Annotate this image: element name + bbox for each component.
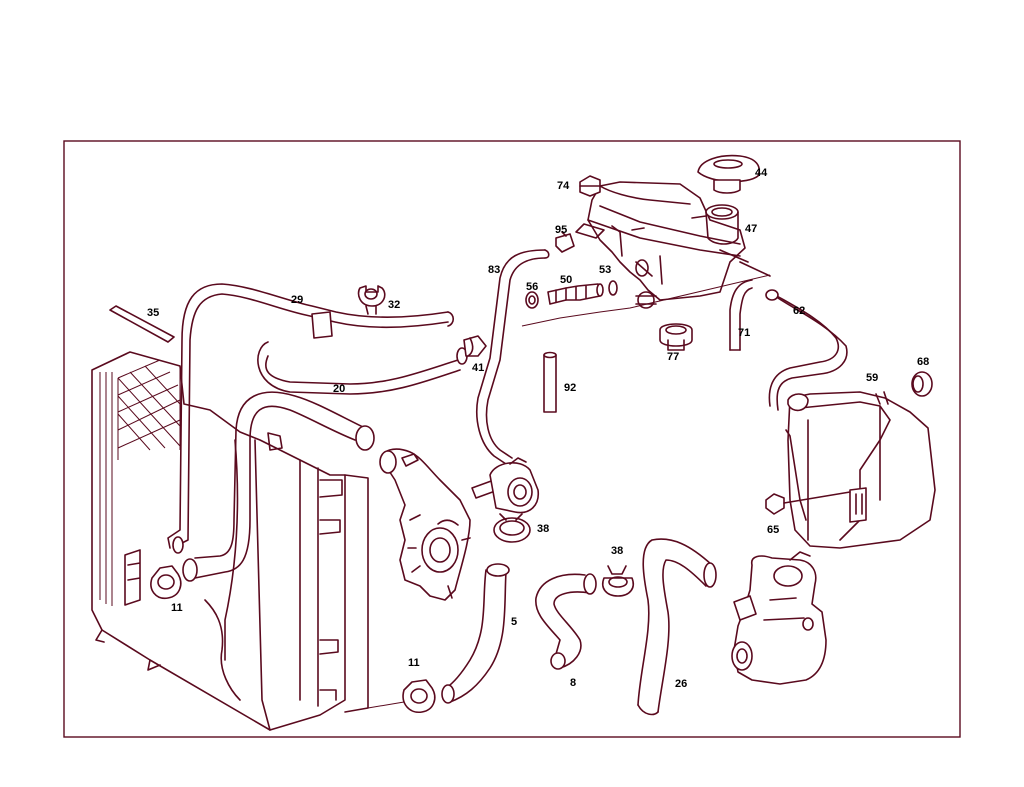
part-label: 38 [537,523,549,535]
part-53-ring [608,280,618,296]
part-8-hose [535,573,597,670]
part-label: 50 [560,274,572,286]
part-label: 83 [488,264,500,276]
part-77-washer [659,323,693,351]
part-label: 26 [675,678,687,690]
diagram-frame [63,140,961,738]
part-32-clamp [357,285,386,315]
part-38-clamp-b [602,565,634,597]
part-26-hose [637,538,717,716]
part-label: 62 [793,305,805,317]
part-label: 74 [557,180,570,192]
part-44-cap [697,154,760,194]
part-41-clamp [463,335,487,357]
part-47-neck [705,204,739,245]
part-label: 38 [611,545,623,557]
leader-line [367,701,405,709]
part-5-hose [441,563,510,704]
part-label: 59 [866,372,878,384]
part-74-cap [579,175,601,197]
part-label: 5 [511,616,517,628]
part-label: 29 [291,294,303,306]
part-50-sensor [547,283,604,305]
part-label: 92 [564,382,576,394]
part-65-bolt [765,491,851,515]
part-62-hose [765,289,848,411]
part-38-clamp-a [493,513,531,543]
part-56-washer [525,291,539,309]
part-35-strip [109,305,175,343]
part-label: 20 [333,383,345,395]
thermostat-housing [731,555,827,685]
part-71-hose [729,279,753,351]
part-95-clamp [555,231,575,253]
part-label: 71 [738,327,750,339]
part-label: 68 [917,356,929,368]
part-92-pipe [543,351,557,413]
part-label: 32 [388,299,400,311]
part-label: 35 [147,307,159,319]
part-label: 77 [667,351,679,363]
part-label: 53 [599,264,611,276]
expansion-tank [575,181,771,309]
part-83-hose [475,249,550,465]
part-label: 41 [472,362,484,374]
part-label: 44 [755,167,768,179]
part-11-clamp-b [402,679,436,714]
part-29-hose [167,283,455,554]
water-pump [379,448,540,601]
part-label: 8 [570,677,576,689]
part-label: 47 [745,223,757,235]
part-59-reservoir [785,391,936,561]
leader-line [521,274,771,327]
part-68-grommet [911,371,933,397]
part-label: 65 [767,524,779,536]
part-label: 11 [171,602,183,614]
radiator [91,351,369,731]
part-label: 95 [555,224,567,236]
part-label: 11 [408,657,420,669]
part-11-clamp-a [150,565,182,600]
part-label: 56 [526,281,538,293]
